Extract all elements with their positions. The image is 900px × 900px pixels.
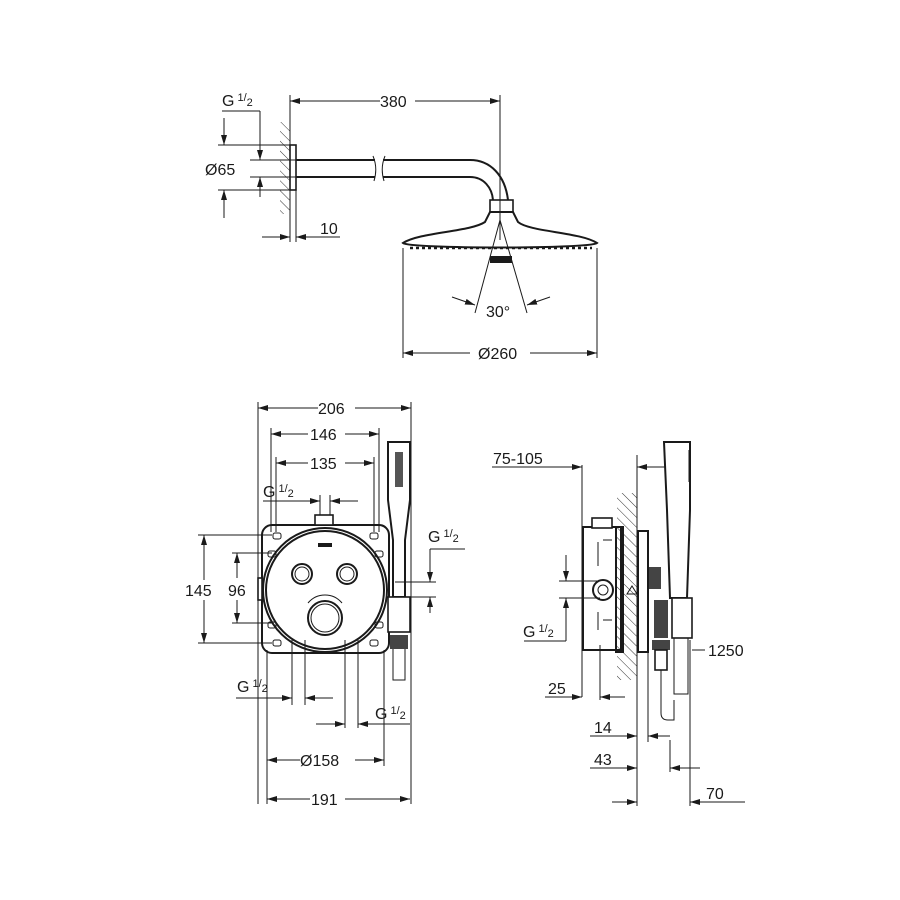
body-top-outlet — [591, 517, 613, 529]
dim-plate-width: 206 — [318, 401, 345, 418]
hand-shower-side — [662, 441, 691, 599]
button-right — [336, 563, 358, 585]
dim-fixing-height: 96 — [228, 583, 246, 600]
dim-arm-length: 380 — [380, 94, 407, 111]
dim-hose-length: 1250 — [708, 643, 744, 660]
dim-spray-angle: 30° — [486, 304, 510, 321]
wall-hatch — [280, 122, 290, 214]
dim-head-diameter: Ø260 — [478, 346, 517, 363]
dim-handshower-projection: 70 — [706, 786, 724, 803]
dim-rosette-diameter: Ø158 — [300, 753, 339, 770]
arm-nut — [489, 199, 514, 213]
dim-install-depth: 75-105 — [493, 451, 543, 468]
thermostat-knob — [307, 600, 343, 636]
thermostat-knob-side — [654, 600, 668, 638]
dim-overall-width: 191 — [311, 792, 338, 809]
side-outlet-nut — [592, 579, 614, 601]
dim-plate-projection: 14 — [594, 720, 612, 737]
dim-fixing-width-outer: 146 — [310, 427, 337, 444]
cover-plate — [637, 530, 649, 653]
wall-flange — [289, 144, 297, 191]
rosette — [262, 527, 388, 653]
button-left — [291, 563, 313, 585]
dim-plate-height: 145 — [185, 583, 212, 600]
holder-side — [671, 597, 693, 639]
top-outlet — [314, 514, 334, 526]
dim-flange-diameter: Ø65 — [205, 162, 235, 179]
head-boss — [490, 256, 512, 263]
hose-connector — [390, 635, 408, 649]
spray-face — [395, 452, 403, 487]
button-side — [649, 567, 661, 589]
dim-fixing-width-inner: 135 — [310, 456, 337, 473]
brand-logo — [318, 543, 332, 547]
dim-outlet-offset: 25 — [548, 681, 566, 698]
shower-arm — [296, 159, 509, 201]
dim-flange-depth: 10 — [320, 221, 338, 238]
dim-holder-projection: 43 — [594, 752, 612, 769]
hose-holder — [387, 596, 411, 633]
